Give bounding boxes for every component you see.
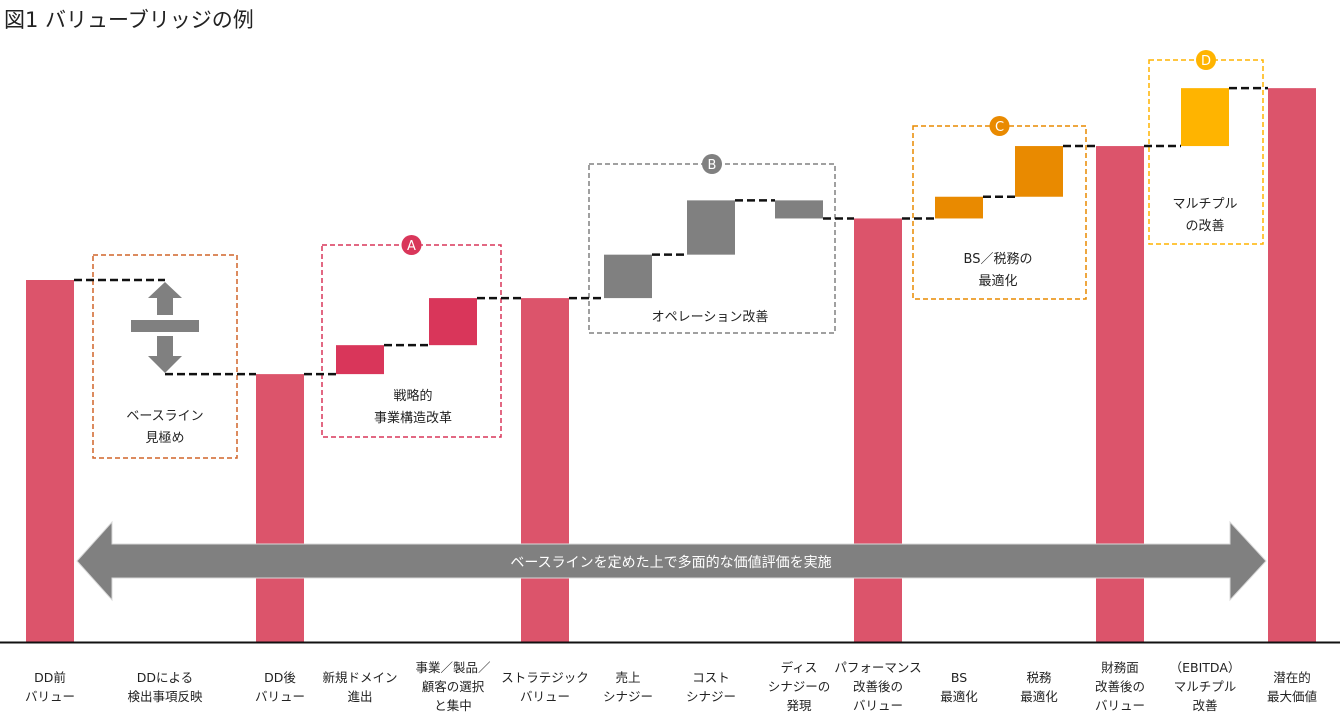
- bar-step: [935, 196, 983, 219]
- category-label: DDによる 検出事項反映: [127, 670, 203, 704]
- group-box-c: [912, 125, 1087, 300]
- category-label: ストラテジック バリュー: [501, 670, 589, 704]
- group-badge-c: C: [995, 120, 1004, 135]
- bar-step: [336, 345, 384, 375]
- figure-title: 図1 バリューブリッジの例: [4, 8, 254, 32]
- group-label-a: 戦略的 事業構造改革: [373, 389, 453, 426]
- group-badge-b: B: [708, 158, 717, 173]
- down-arrow-icon: [148, 336, 182, 373]
- category-label: 新規ドメイン 進出: [322, 670, 398, 704]
- group-label-baseline: ベースライン 見極め: [126, 409, 204, 446]
- group-label-c: BS／税務の 最適化: [963, 252, 1033, 289]
- bar-step: [604, 254, 652, 299]
- bar-total: [26, 280, 74, 642]
- category-label: 税務 最適化: [1020, 670, 1058, 704]
- up-arrow-icon: [148, 282, 182, 315]
- group-label-b: オペレーション改善: [651, 310, 769, 325]
- category-label: ディス シナジーの 発現: [767, 660, 831, 713]
- bar-step: [687, 200, 735, 255]
- category-label: 事業／製品／ 顧客の選択 と集中: [415, 660, 491, 713]
- category-label: 財務面 改善後の バリュー: [1094, 660, 1146, 713]
- group-badge-circle: [989, 116, 1010, 136]
- group-badge-a: A: [407, 239, 416, 254]
- category-label: BS 最適化: [940, 670, 978, 704]
- category-label: コスト シナジー: [685, 670, 737, 704]
- category-label: 売上 シナジー: [602, 670, 654, 704]
- group-badge-circle: [401, 235, 422, 255]
- bar-step: [1015, 146, 1063, 197]
- bar-step: [1181, 88, 1229, 147]
- category-label: DD前 バリュー: [24, 670, 76, 704]
- arrow-text: ベースラインを定めた上で多面的な価値評価を実施: [510, 554, 831, 571]
- group-badge-circle: [1196, 50, 1216, 70]
- bar-total: [521, 298, 569, 642]
- bar-step: [429, 298, 477, 346]
- category-label: DD後 バリュー: [254, 670, 306, 704]
- group-badge-d: D: [1201, 54, 1211, 69]
- group-label-d: マルチプル の改善: [1172, 197, 1238, 234]
- divider-bar-icon: [131, 320, 199, 332]
- bar-step: [775, 200, 823, 219]
- category-label: （EBITDA） マルチプル 改善: [1169, 660, 1241, 713]
- category-label: 潜在的 最大価値: [1266, 670, 1318, 704]
- category-label: パフォーマンス 改善後の バリュー: [834, 660, 922, 713]
- group-box-baseline: [92, 254, 238, 459]
- double-arrow: [76, 520, 1267, 602]
- bar-total: [1268, 88, 1316, 642]
- bar-total: [256, 374, 304, 642]
- group-badge-circle: [702, 154, 722, 174]
